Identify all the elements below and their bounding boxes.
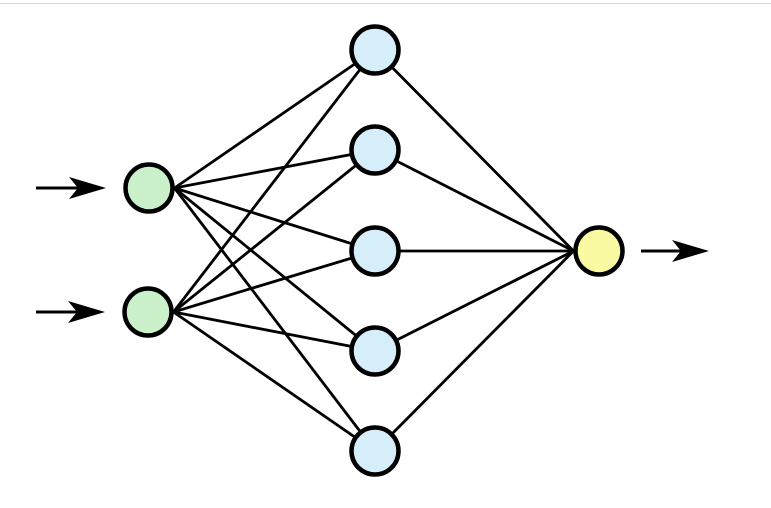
hidden-node-1 — [349, 24, 401, 76]
connection-edge-h4-o1 — [374, 249, 575, 353]
connection-edge-h5-o1 — [374, 250, 575, 452]
connection-edge-i2-h2 — [172, 148, 376, 314]
connection-edge-i2-h5 — [172, 310, 376, 453]
connection-edge-i1-h2 — [174, 148, 376, 190]
connection-edge-h1-o1 — [374, 49, 575, 252]
hidden-node-4 — [349, 325, 401, 377]
connection-edge-i1-h3 — [174, 186, 376, 253]
output-node — [573, 225, 625, 277]
connection-edge-i1-h5 — [173, 187, 377, 452]
connection-edge-i1-h1 — [173, 48, 376, 190]
input-node-2 — [122, 286, 174, 338]
connection-edge-i2-h4 — [173, 310, 376, 353]
connection-edge-i1-h4 — [173, 186, 376, 353]
output-arrow-head — [672, 240, 709, 262]
connection-edge-h2-o1 — [374, 148, 575, 253]
connection-edge-i2-h1 — [172, 49, 377, 313]
input-arrow-1-head — [69, 177, 106, 199]
input-node-1 — [123, 162, 175, 214]
input-arrow-2-head — [68, 301, 105, 323]
hidden-node-2 — [349, 124, 401, 176]
connection-edge-i2-h3 — [173, 249, 376, 314]
hidden-node-3 — [349, 225, 401, 277]
top-border-line — [0, 3, 771, 5]
hidden-node-5 — [349, 425, 401, 477]
